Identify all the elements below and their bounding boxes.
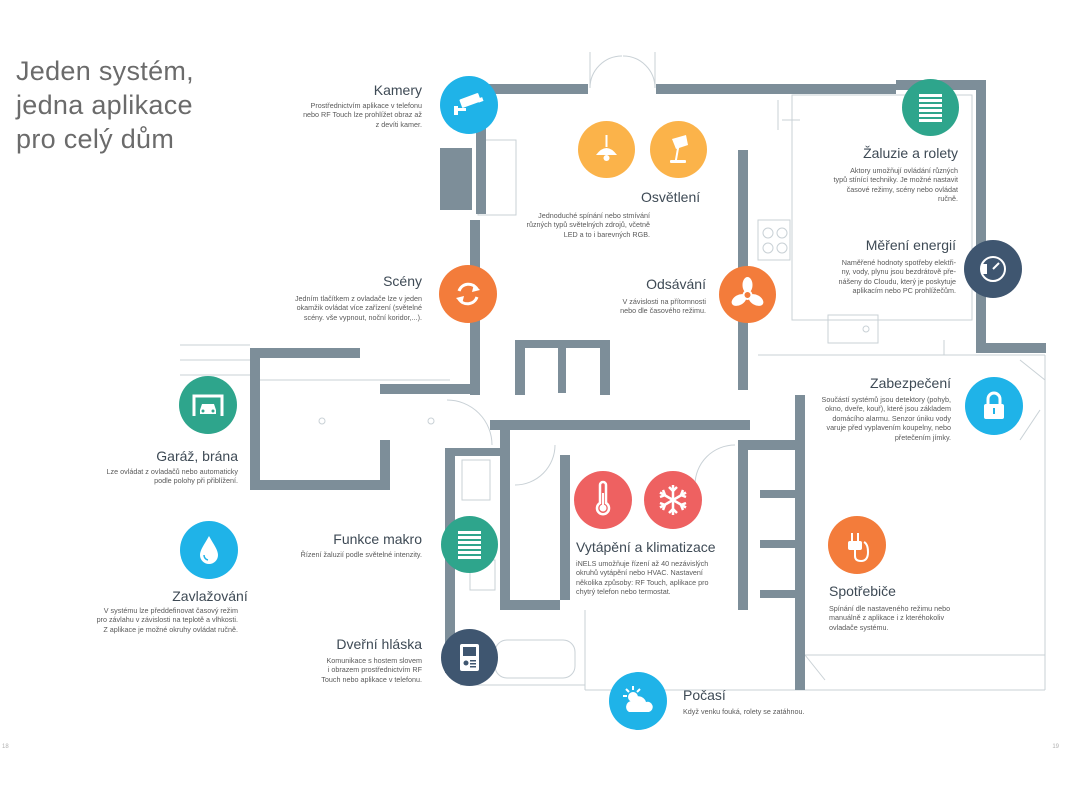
feature-desc-sceny: Jedním tlačítkem z ovladače lze v jeden … [294, 294, 422, 322]
headline-line-3: pro celý dům [16, 124, 175, 154]
feature-title-osvetleni: Osvětlení [641, 189, 701, 205]
page-number-left: 18 [2, 744, 9, 750]
feature-desc-spotrebice: Spínání dle nastaveného režimu nebo manu… [829, 604, 951, 632]
feature-title-pocasi: Počasí [683, 687, 726, 703]
snowflake-icon[interactable] [644, 471, 702, 529]
feature-title-garaz: Garáž, brána [156, 448, 238, 464]
feature-desc-zavlazovani: V systému lze předdefinovat časový režim… [96, 606, 238, 634]
headline-line-1: Jeden systém, [16, 56, 194, 86]
feature-title-vytapeni: Vytápění a klimatizace [576, 539, 716, 555]
thermometer-icon[interactable] [574, 471, 632, 529]
intercom-icon[interactable] [441, 629, 498, 686]
feature-title-zabezpeceni: Zabezpečení [870, 375, 951, 391]
camera-icon[interactable] [440, 76, 498, 134]
padlock-icon[interactable] [965, 377, 1023, 435]
feature-title-odsavani: Odsávání [646, 276, 706, 292]
feature-title-zavlazovani: Zavlažování [172, 588, 248, 604]
garage-car-icon[interactable] [179, 376, 237, 434]
feature-desc-pocasi: Když venku fouká, rolety se zatáhnou. [683, 707, 805, 716]
feature-desc-zabezpeceni: Součástí systémů jsou detektory (pohyb, … [821, 395, 951, 442]
weather-sun-cloud-icon[interactable] [609, 672, 667, 730]
feature-desc-osvetleni: Jednoduché spínání nebo stmívání různých… [526, 211, 650, 239]
feature-desc-mereni: Naměřené hodnoty spotřeby elektři- ny, v… [838, 258, 956, 296]
scene-cycle-icon[interactable] [439, 265, 497, 323]
feature-desc-odsavani: V závislosti na přítomnosti nebo dle čas… [620, 297, 706, 316]
feature-desc-vytapeni: iNELS umožňuje řízení až 40 nezávislých … [576, 559, 709, 597]
feature-title-mereni: Měření energií [865, 237, 956, 253]
meter-gauge-icon[interactable] [964, 240, 1022, 298]
blinds-icon[interactable] [441, 516, 498, 573]
fan-icon[interactable] [719, 266, 776, 323]
feature-desc-kamery: Prostřednictvím aplikace v telefonu nebo… [303, 101, 422, 129]
blinds-icon[interactable] [902, 79, 959, 136]
power-plug-icon[interactable] [828, 516, 886, 574]
feature-desc-makro: Řízení žaluzií podle světelné intenzity. [300, 550, 422, 559]
feature-title-spotrebice: Spotřebiče [829, 583, 896, 599]
feature-title-hlaska: Dveřní hláska [336, 636, 422, 652]
feature-desc-garaz: Lze ovládat z ovladačů nebo automaticky … [106, 467, 238, 486]
feature-title-kamery: Kamery [373, 82, 422, 98]
headline-line-2: jedna aplikace [16, 90, 193, 120]
pendant-lamp-icon[interactable] [578, 121, 635, 178]
page-number-right: 19 [1052, 744, 1059, 750]
page-headline: Jeden systém, jedna aplikace pro celý dů… [16, 54, 194, 156]
feature-title-zaluzie: Žaluzie a rolety [863, 145, 958, 161]
feature-title-sceny: Scény [383, 273, 422, 289]
feature-desc-hlaska: Komunikace s hostem slovem i obrazem pro… [321, 656, 422, 684]
water-drop-icon[interactable] [180, 521, 238, 579]
feature-desc-zaluzie: Aktory umožňují ovládání různých typů st… [833, 166, 958, 204]
feature-title-makro: Funkce makro [333, 531, 422, 547]
desk-lamp-icon[interactable] [650, 121, 707, 178]
